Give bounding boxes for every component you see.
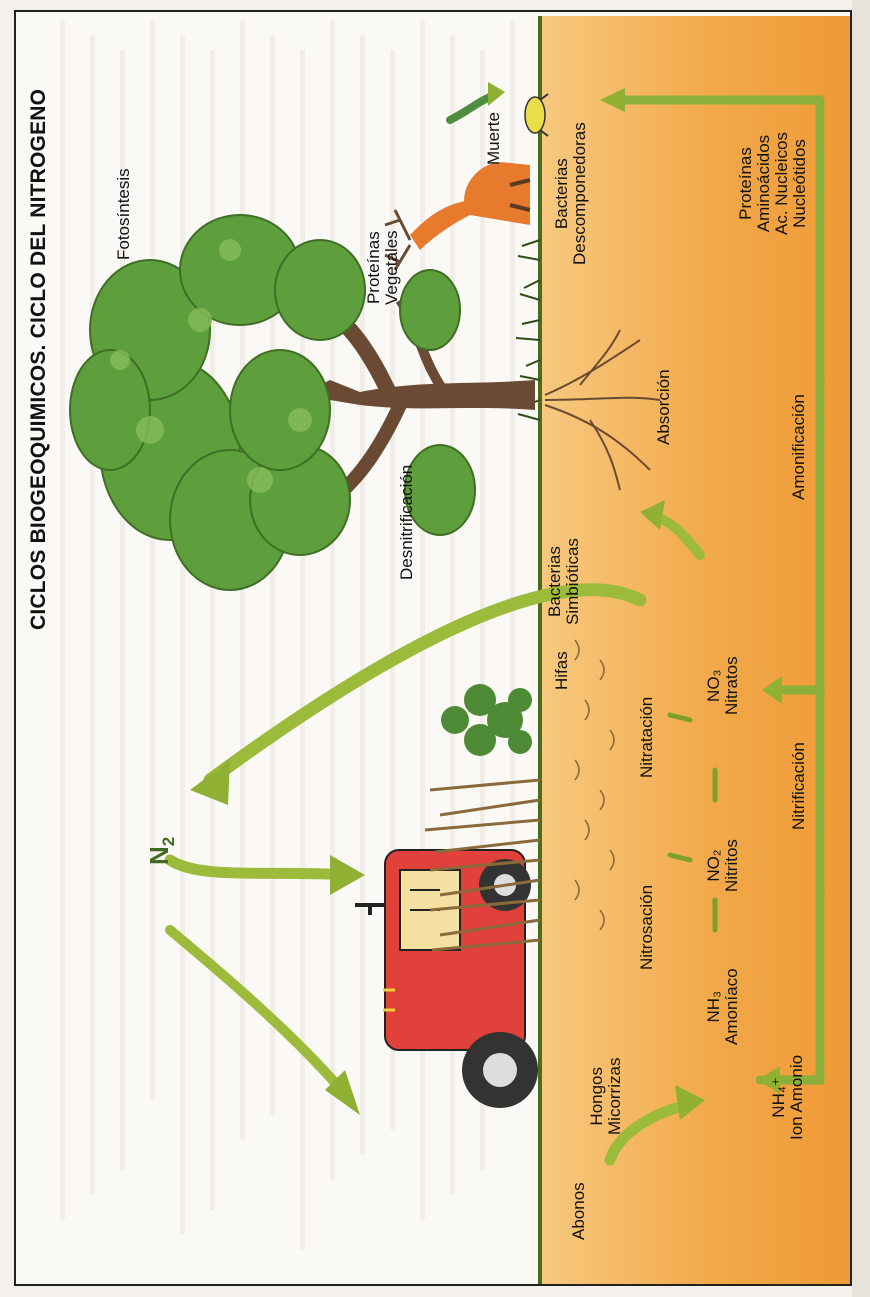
label-hongos-micorrizas: Hongos Micorrizas	[587, 1057, 624, 1135]
deer	[384, 162, 531, 271]
label-bacterias-descomponedoras: Bacterias Descomponedoras	[552, 122, 589, 265]
label-ion-amonio: NH₄⁺ Ion Amonio	[769, 1054, 806, 1140]
label-bacterias-simbioticas: Bacterias Simbióticas	[545, 538, 582, 625]
label-nitrosacion: Nitrosación	[637, 884, 656, 970]
label-proteinas-vegetales: Proteínas Vegetales	[364, 230, 401, 305]
bush	[441, 684, 532, 756]
dead-animal	[524, 93, 549, 137]
tree	[69, 214, 535, 591]
label-bacterias-descomponedoras-line2: Descomponedoras	[569, 122, 589, 265]
label-muerte: Muerte	[484, 112, 503, 165]
soil-area	[540, 16, 850, 1284]
label-bacterias-descomponedoras-line1: Bacterias	[552, 158, 571, 230]
diagram-title: CICLOS BIOGEOQUIMICOS. CICLO DEL NITROGE…	[27, 88, 50, 630]
page-edge	[852, 0, 870, 1297]
label-nitratacion: Nitratación	[637, 696, 656, 778]
label-proteinas: Proteínas	[736, 147, 755, 220]
label-amonificacion: Amonificación	[789, 394, 808, 500]
label-bacterias-simbioticas-line2: Simbióticas	[562, 538, 582, 625]
label-nitritos-name: Nitritos	[721, 839, 741, 892]
n2-base: N	[144, 846, 174, 865]
label-hongos: Hongos	[587, 1066, 606, 1126]
label-abonos: Abonos	[569, 1182, 588, 1240]
label-nitratos-name: Nitratos	[721, 656, 741, 715]
label-bacterias-simbioticas-line1: Bacterias	[545, 546, 564, 617]
label-aminoacidos: Aminoácidos	[753, 134, 773, 233]
label-no2: NO₂	[704, 849, 723, 882]
label-nh4: NH₄⁺	[769, 1077, 788, 1118]
label-nitrificacion: Nitrificación	[789, 742, 808, 830]
wheat-stalks	[424, 778, 541, 952]
label-absorcion: Absorción	[654, 369, 673, 445]
label-no3: NO₃	[704, 669, 723, 702]
label-amoniaco: NH₃ Amoníaco	[704, 968, 741, 1045]
label-nitritos: NO₂ Nitritos	[704, 839, 741, 892]
n2-subscript: 2	[159, 837, 178, 846]
label-micorrizas: Micorrizas	[604, 1057, 624, 1135]
fungal-hyphae	[574, 639, 615, 931]
label-ion-amonio-name: Ion Amonio	[786, 1054, 806, 1140]
label-proteinas-list: Proteínas Aminoácidos Ac. Nucleicos Nucl…	[736, 132, 809, 235]
n2-symbol: N2	[144, 837, 178, 865]
tractor	[355, 849, 538, 1108]
label-proteinas-vegetales-line2: Vegetales	[381, 230, 401, 305]
label-ac-nucleicos: Ac. Nucleicos	[771, 132, 791, 235]
label-fotosintesis: Fotosíntesis	[114, 168, 133, 260]
label-proteinas-vegetales-line1: Proteínas	[364, 231, 383, 305]
label-nh3: NH₃	[704, 990, 723, 1023]
roots	[544, 329, 661, 491]
label-desnitrificacion: Desnitrificación	[397, 464, 416, 580]
label-nitratos: NO₃ Nitratos	[704, 656, 741, 715]
label-hifas: Hifas	[552, 651, 571, 690]
label-nucleotidos: Nucleótidos	[789, 139, 809, 228]
arrow-heads	[190, 82, 782, 1120]
n2-symbol-text: N2	[144, 837, 178, 865]
label-amoniaco-name: Amoníaco	[721, 968, 741, 1045]
